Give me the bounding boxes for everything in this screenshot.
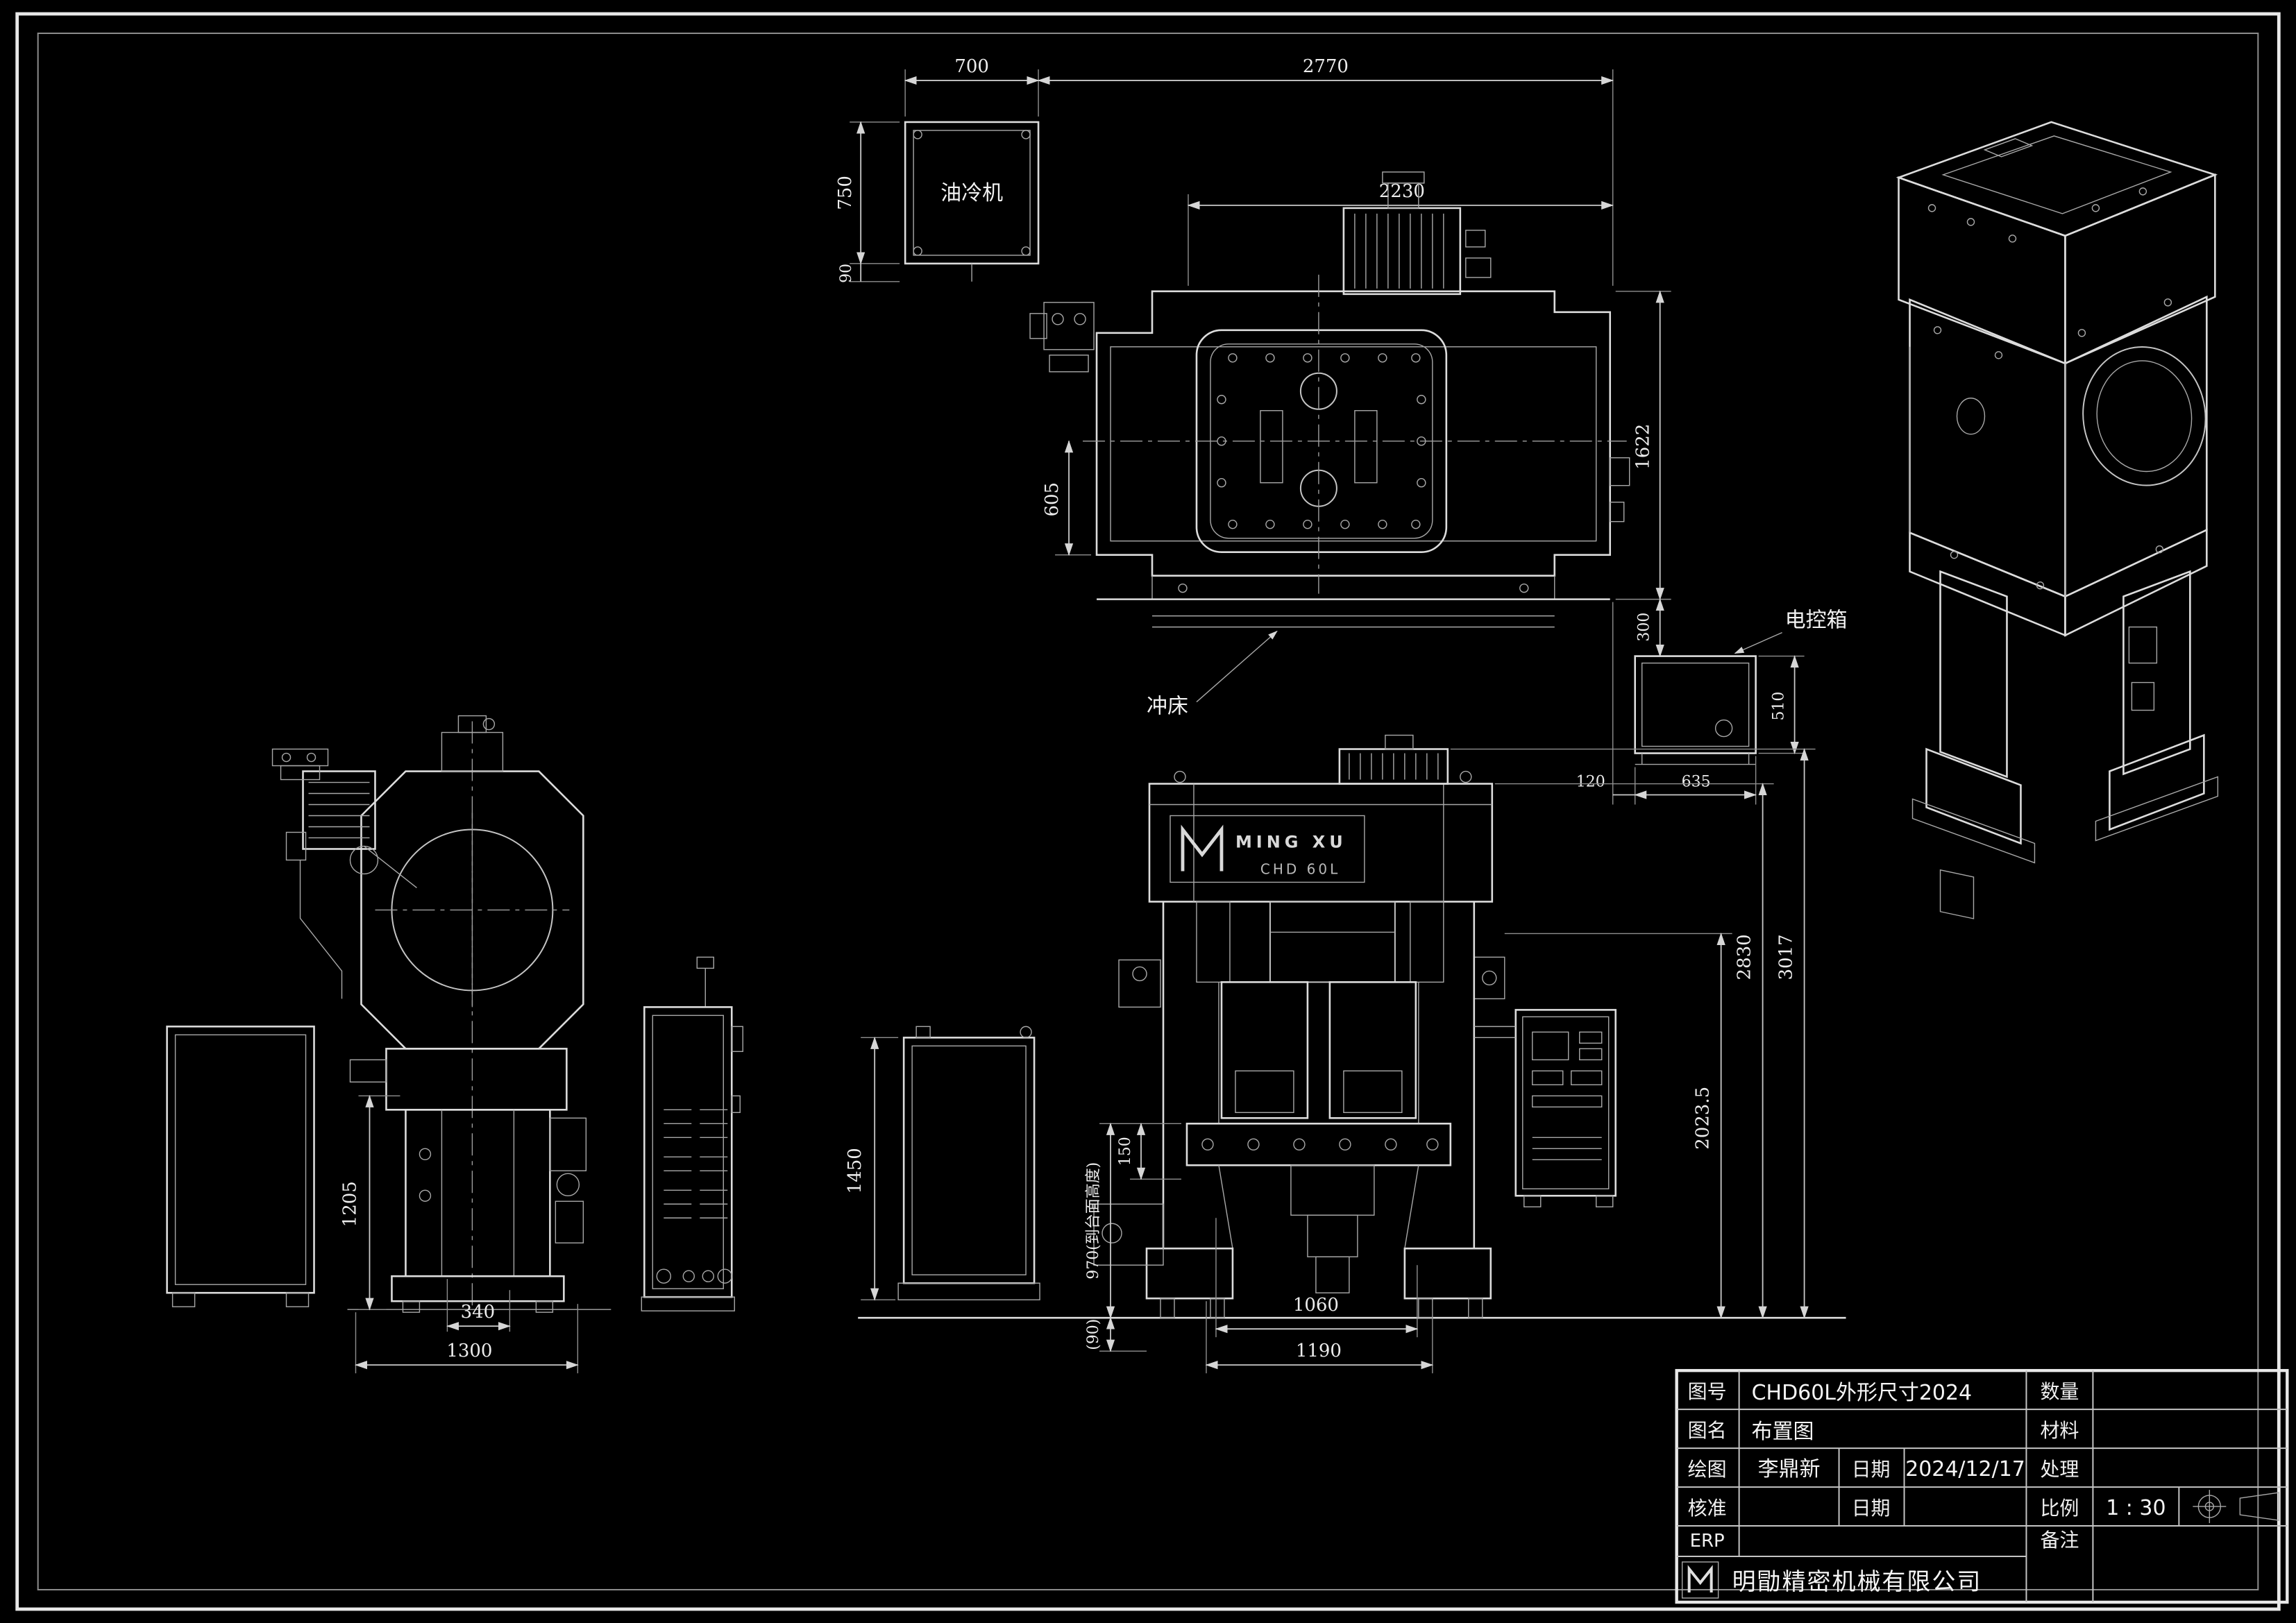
drawn-label: 绘图	[1688, 1458, 1727, 1481]
dim-120: 120	[1576, 602, 1635, 805]
svg-text:1190: 1190	[1296, 1341, 1342, 1361]
dim-340: 340	[446, 1279, 511, 1332]
punch-press-label: 冲床	[1147, 630, 1278, 719]
treat-label: 处理	[2040, 1458, 2079, 1481]
svg-text:(90): (90)	[1085, 1319, 1102, 1350]
svg-text:150: 150	[1117, 1137, 1134, 1166]
drawn-by: 李鼎新	[1758, 1457, 1821, 1481]
logo-model: CHD 60L	[1260, 860, 1340, 877]
isometric-view	[1896, 121, 2219, 919]
company-name: 明勖精密机械有限公司	[1732, 1568, 1982, 1596]
svg-text:90: 90	[838, 264, 855, 283]
drawing-no-value: CHD60L外形尺寸2024	[1752, 1381, 1973, 1405]
plan-view: 油冷机 700 2770 2230 750	[835, 56, 1848, 805]
projection-symbol-icon	[2193, 1490, 2280, 1524]
front-view: MING XU CHD 60L	[858, 734, 1846, 1374]
dim-1450: 1450	[845, 1036, 899, 1301]
dim-2023: 2023.5	[1504, 932, 1732, 1319]
svg-text:2770: 2770	[1303, 56, 1349, 77]
press-plan-body	[1029, 171, 1630, 628]
name-label: 图名	[1688, 1419, 1727, 1442]
erp-label: ERP	[1690, 1531, 1725, 1552]
dim-2830: 2830	[1494, 783, 1774, 1319]
dim-635: 635	[1634, 756, 1757, 805]
drawn-date: 2024/12/17	[1905, 1457, 2025, 1481]
oil-cooler-label: 油冷机	[940, 181, 1003, 205]
qty-label: 数量	[2040, 1380, 2079, 1403]
oil-cooler-side	[166, 1026, 315, 1307]
svg-text:1450: 1450	[845, 1148, 866, 1193]
logo-brand: MING XU	[1235, 832, 1347, 851]
dim-1300: 1300	[355, 1304, 579, 1374]
cabinet-side-view	[641, 956, 743, 1311]
svg-text:700: 700	[954, 56, 989, 77]
dim-2770: 2770	[1037, 56, 1614, 286]
approve-label: 核准	[1688, 1497, 1727, 1520]
svg-text:冲床: 冲床	[1147, 695, 1188, 719]
name-value: 布置图	[1752, 1420, 1814, 1444]
svg-text:510: 510	[1771, 692, 1788, 721]
dim-1205: 1205	[339, 1094, 400, 1311]
dim-1622: 1622	[1615, 290, 1671, 601]
tall-cabinet-view: 1450	[845, 1026, 1040, 1301]
svg-text:635: 635	[1682, 774, 1711, 791]
dim-700: 700	[904, 56, 1040, 117]
dim-90: 90	[838, 263, 900, 283]
svg-text:2023.5: 2023.5	[1693, 1087, 1714, 1150]
svg-text:120: 120	[1576, 774, 1605, 791]
svg-text:1060: 1060	[1293, 1295, 1339, 1316]
dim-970: 970(到台面高度)	[1085, 1122, 1181, 1319]
control-box-label: 电控箱	[1785, 609, 1848, 633]
remark-label: 备注	[2040, 1529, 2079, 1552]
dim-90b: (90)	[1085, 1316, 1147, 1352]
dim-1060: 1060	[1215, 1218, 1419, 1338]
svg-text:970(到台面高度): 970(到台面高度)	[1085, 1162, 1102, 1280]
control-box-plan: 电控箱	[1634, 609, 1848, 765]
scale-label: 比例	[2040, 1497, 2079, 1520]
svg-text:3017: 3017	[1776, 934, 1797, 980]
dim-2230: 2230	[1187, 181, 1614, 286]
motor-plan	[1342, 171, 1492, 296]
dim-750: 750	[835, 121, 900, 265]
side-view: 1205 340 1300	[166, 715, 611, 1374]
svg-text:1205: 1205	[339, 1181, 360, 1227]
drawing-no-label: 图号	[1688, 1380, 1727, 1403]
oil-cooler-plan: 油冷机	[904, 121, 1040, 282]
scale-value: 1 : 30	[2106, 1496, 2166, 1520]
material-label: 材料	[2040, 1419, 2079, 1442]
sheet-border	[15, 12, 2281, 1611]
svg-text:1622: 1622	[1633, 424, 1654, 470]
louvers	[664, 1109, 728, 1218]
svg-text:2230: 2230	[1379, 181, 1425, 202]
svg-text:605: 605	[1042, 482, 1063, 517]
svg-text:2830: 2830	[1734, 934, 1755, 980]
svg-text:750: 750	[835, 176, 856, 210]
dim-510: 510	[1758, 655, 1805, 754]
dim-605: 605	[1042, 440, 1092, 556]
svg-text:340: 340	[461, 1302, 496, 1323]
date-label: 日期	[1852, 1458, 1891, 1481]
company-logo-icon	[1681, 1561, 1719, 1599]
dim-150: 150	[1117, 1122, 1181, 1180]
dim-300: 300	[1635, 598, 1671, 658]
svg-text:1300: 1300	[446, 1341, 492, 1361]
console-front	[1474, 1009, 1617, 1207]
title-block: 图号 CHD60L外形尺寸2024 数量 图名 布置图 材料 绘图 李鼎新 日期…	[1675, 1368, 2289, 1604]
svg-text:300: 300	[1636, 613, 1653, 642]
machine-logo: MING XU CHD 60L	[1170, 815, 1365, 883]
date2-label: 日期	[1852, 1497, 1891, 1520]
logo-m-icon	[1181, 824, 1224, 872]
dim-1190: 1190	[1205, 1301, 1434, 1374]
dim-3017: 3017	[1450, 748, 1816, 1319]
